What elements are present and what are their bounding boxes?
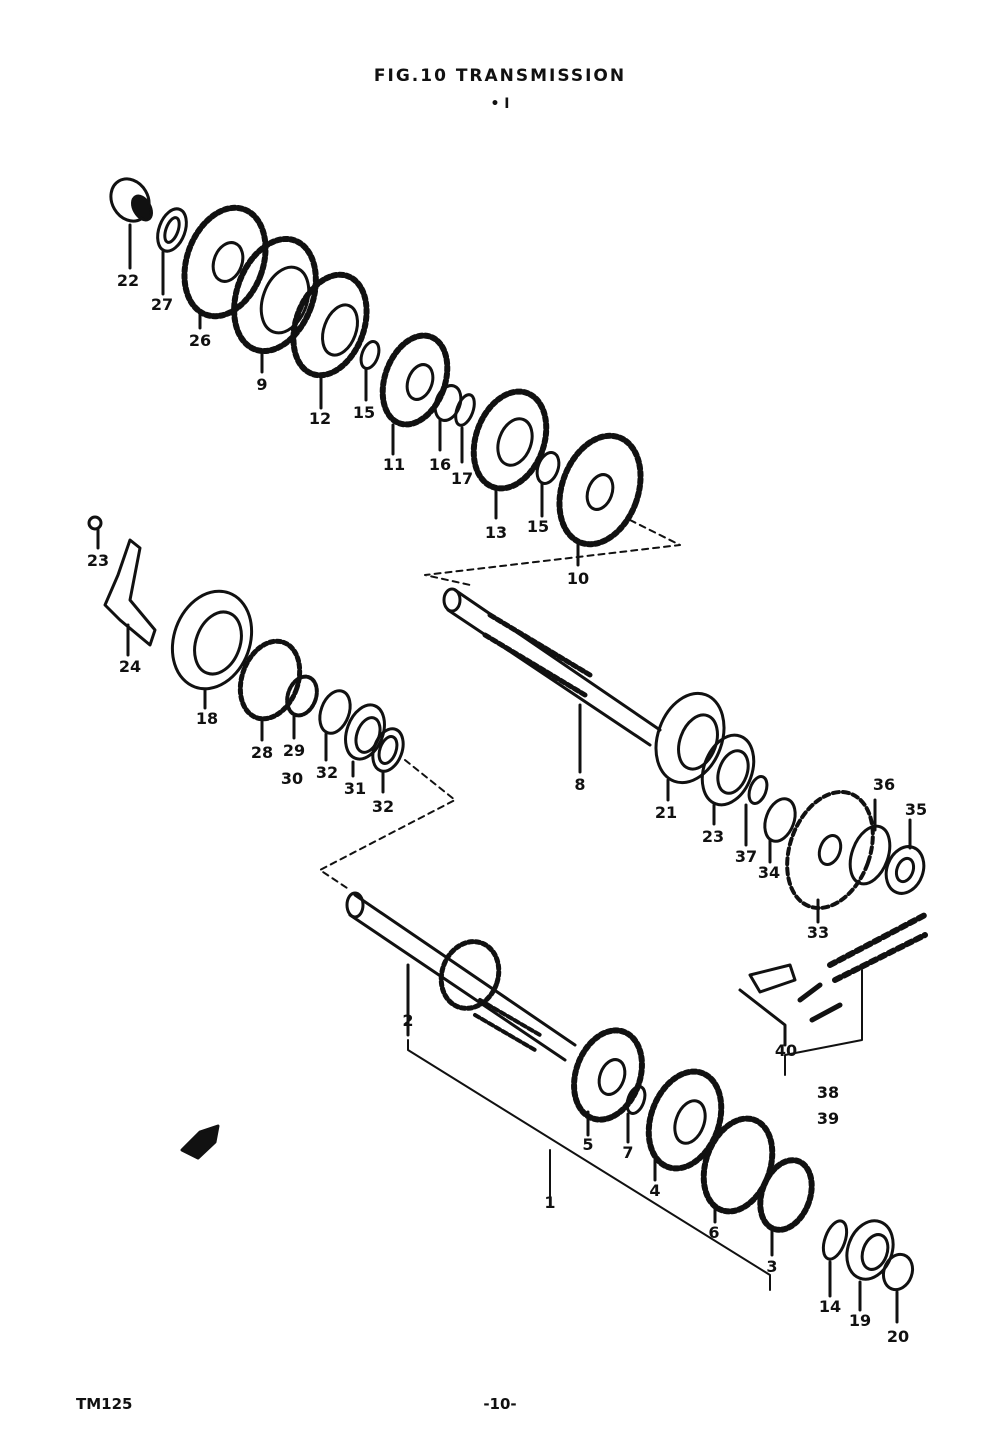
- part-number-label: 6: [708, 1223, 719, 1242]
- part-number-label: 39: [817, 1109, 839, 1128]
- part-number-label: 29: [283, 741, 305, 760]
- part-27-washer: [156, 207, 188, 296]
- part-number-label: 10: [567, 569, 589, 588]
- part-number-label: 24: [119, 657, 141, 676]
- part-7-washer: [625, 1085, 647, 1144]
- part-number-label: 34: [758, 863, 780, 882]
- part-34-spacer: [763, 797, 797, 864]
- part-8-countershaft: [442, 587, 662, 774]
- part-15-circlip-upper: [359, 340, 381, 402]
- part-10-gear: [556, 432, 644, 567]
- assembly-link-line: [319, 759, 456, 891]
- part-23-seal: [700, 733, 756, 826]
- part-number-label: 16: [429, 455, 451, 474]
- part-number-label: 8: [574, 775, 585, 794]
- part-26-gear: [181, 204, 269, 330]
- part-38-39-bracket: [784, 969, 863, 1076]
- part-number-label: 12: [309, 409, 331, 428]
- part-number-label: 30: [281, 769, 303, 788]
- part-25-screw: [87, 515, 103, 550]
- part-6-gear: [700, 1115, 776, 1224]
- part-9-gear: [231, 235, 319, 374]
- part-12-gear: [290, 271, 370, 410]
- part-35-nut: [884, 818, 926, 895]
- part-40-chain-joint: [738, 963, 843, 1047]
- part-number-label: 22: [117, 271, 139, 290]
- part-number-label: 23: [87, 551, 109, 570]
- part-20-bushing: [881, 1252, 915, 1324]
- part-number-label: 3: [766, 1257, 777, 1276]
- part-number-label: 32: [316, 763, 338, 782]
- part-3-gear: [757, 1157, 815, 1257]
- part-number-label: 15: [353, 403, 375, 422]
- part-number-label: 26: [189, 331, 211, 350]
- part-21-bearing: [654, 691, 726, 802]
- part-number-label: 21: [655, 803, 677, 822]
- part-number-label: 32: [372, 797, 394, 816]
- part-number-label: 20: [887, 1327, 909, 1346]
- part-28-gear: [237, 638, 303, 742]
- assembly-link-line: [424, 519, 681, 586]
- part-16-bushing: [433, 384, 463, 452]
- part-14-circlip: [821, 1219, 849, 1298]
- part-number-label: 27: [151, 295, 173, 314]
- part-32-washer-b: [371, 727, 405, 794]
- part-18-bearing: [170, 589, 254, 710]
- part-number-label: 28: [251, 743, 273, 762]
- part-11-gear: [379, 332, 451, 456]
- part-number-label: 36: [873, 775, 895, 794]
- part-number-label: 38: [817, 1083, 839, 1102]
- part-1-bracket-line: [407, 1039, 771, 1291]
- part-number-label: 35: [905, 800, 927, 819]
- part-17-washer: [454, 393, 476, 464]
- part-number-label: 4: [649, 1181, 660, 1200]
- part-number-label: 13: [485, 523, 507, 542]
- part-number-label: 7: [622, 1143, 633, 1162]
- part-13-gear: [470, 388, 550, 520]
- figure-subtitle: • I: [490, 96, 510, 112]
- part-5-gear: [571, 1027, 645, 1137]
- part-number-label: 9: [256, 375, 267, 394]
- page-number: -10-: [483, 1395, 517, 1413]
- part-4-gear: [645, 1068, 725, 1182]
- part-number-label: 14: [819, 1297, 841, 1316]
- part-37-o-ring: [744, 775, 769, 847]
- part-number-label: 19: [849, 1311, 871, 1330]
- part-number-label: 40: [775, 1041, 797, 1060]
- part-38-drive-chain: [827, 912, 928, 983]
- model-code: TM125: [76, 1395, 133, 1413]
- part-number-label: 17: [451, 469, 473, 488]
- part-number-label: 18: [196, 709, 218, 728]
- part-number-label: 1: [544, 1193, 555, 1212]
- part-number-label: 15: [527, 517, 549, 536]
- part-number-label: 31: [344, 779, 366, 798]
- part-number-label: 23: [702, 827, 724, 846]
- figure-title: FIG.10 TRANSMISSION: [373, 66, 627, 86]
- part-15-circlip-lower: [535, 451, 561, 518]
- part-number-label: 11: [383, 455, 405, 474]
- part-number-label: 2: [402, 1011, 413, 1030]
- part-29-needle-bearing: [285, 674, 319, 740]
- part-36-lock-washer: [848, 798, 892, 886]
- part-number-label: 33: [807, 923, 829, 942]
- part-number-label: 37: [735, 847, 757, 866]
- part-2-main-shaft: [345, 891, 577, 1062]
- part-22-bushing: [109, 177, 153, 270]
- part-number-label: 5: [582, 1135, 593, 1154]
- part-32-washer-a: [318, 689, 352, 762]
- part-19-bearing: [845, 1219, 895, 1312]
- front-arrow-icon: [180, 1124, 220, 1160]
- part-24-stopper-plate: [103, 538, 157, 657]
- part-33-sprocket: [785, 789, 875, 924]
